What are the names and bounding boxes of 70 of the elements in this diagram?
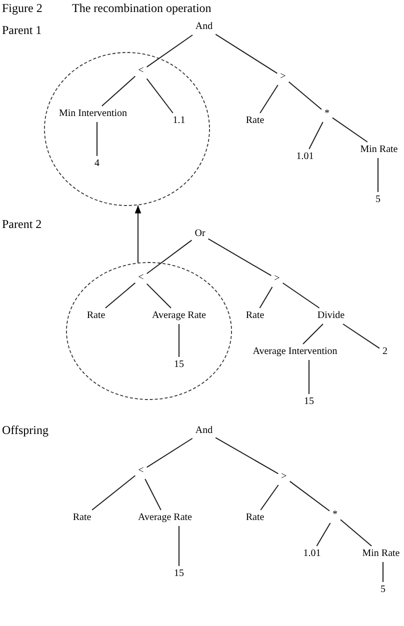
tree-node-label: Average Rate [135,510,195,526]
tree-branch-line [260,84,278,114]
tree-branch-line [215,437,279,474]
tree-branch-line [340,519,372,546]
tree-branch-line [215,34,278,74]
tree-node-label: And [192,19,216,35]
tree-branch-line [96,122,98,156]
tree-node-label: Rate [242,510,268,526]
tree-node-label: 1.01 [300,546,324,562]
tree-node-label: Average Intervention [250,344,340,360]
tree-heading: Parent 1 [2,23,42,37]
tree-branch-line [146,283,172,308]
tree-heading: Parent 2 [2,217,42,231]
tree-node-label: Rate [84,308,108,324]
tree-branch-line [282,282,320,308]
tree-node-label: 1.01 [293,149,317,165]
tree-branch-line [316,522,331,546]
tree-branch-line [288,81,322,110]
tree-node-label: Min Rate [359,546,403,562]
tree-node-label: And [192,423,216,439]
tree-branch-line [104,282,136,308]
tree-node-label: Min Rate [357,142,401,158]
tree-branch-line [208,238,272,276]
tree-node-label: Rate [70,510,94,526]
tree-node-label: 5 [372,192,384,208]
tree-node-label: > [278,469,290,485]
dashed-ellipse [66,262,232,400]
tree-branch-line [302,324,324,344]
tree-branch-line [178,324,180,358]
tree-branch-line [308,360,310,394]
tree-branch-line [342,324,380,349]
arrow [134,204,142,264]
tree-node-label: 4 [92,156,102,172]
tree-node-label: Average Rate [149,308,209,324]
figure-title: The recombination operation [72,1,212,15]
tree-node-label: 1.1 [170,113,188,129]
tree-node-label: 15 [301,394,317,410]
tree-branch-line [289,480,330,512]
tree-branch-line [146,78,174,114]
tree-node-label: Divide [314,308,348,324]
tree-node-label: Min Intervention [56,106,130,122]
tree-node-label: < [135,270,147,286]
tree-branch-line [146,240,192,274]
tree-node-label: * [322,106,332,122]
tree-branch-line [382,562,384,582]
tree-branch-line [144,478,162,510]
tree-node-label: Rate [242,308,268,324]
dashed-ellipse [44,52,210,206]
tree-branch-line [332,117,368,142]
tree-branch-line [260,484,279,510]
tree-node-label: > [277,69,289,85]
tree-node-label: 2 [380,344,390,360]
tree-node-label: < [135,463,147,479]
tree-branch-line [259,286,273,308]
tree-node-label: 15 [171,566,187,582]
tree-branch-line [146,34,194,68]
tree-branch-line [146,438,193,468]
tree-node-label: 15 [171,357,187,373]
tree-node-label: < [135,63,147,79]
tree-node-label: 5 [378,582,388,598]
tree-branch-line [101,76,136,106]
tree-node-label: Or [192,226,208,242]
tree-branch-line [178,526,180,566]
tree-node-label: Rate [242,113,268,129]
tree-branch-line [92,475,136,510]
tree-branch-line [308,122,324,150]
tree-heading: Offspring [2,423,48,437]
tree-node-label: > [271,271,283,287]
figure-number: Figure 2 [2,1,42,15]
tree-node-label: * [330,507,340,523]
